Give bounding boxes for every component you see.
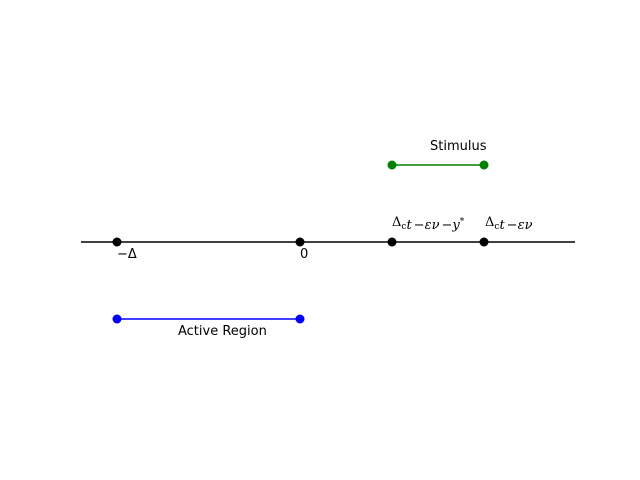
axis-label-neg-delta: −Δ bbox=[117, 247, 137, 262]
axis-point-zero bbox=[295, 237, 305, 247]
axis-label-stim-start: Δct−εν−y* bbox=[392, 215, 465, 233]
active-region-end-point bbox=[295, 314, 305, 324]
axis-label-stim-end: Δct−εν bbox=[485, 215, 533, 233]
active-region-start-point bbox=[112, 314, 122, 324]
stimulus-start-point bbox=[387, 160, 397, 170]
axis-point-stim-end bbox=[479, 237, 489, 247]
stimulus-end-point bbox=[479, 160, 489, 170]
axis-point-stim-start bbox=[387, 237, 397, 247]
axis-label-zero: 0 bbox=[300, 247, 308, 262]
axis-point-neg-delta bbox=[112, 237, 122, 247]
stimulus-label: Stimulus bbox=[430, 139, 487, 154]
active-region-label: Active Region bbox=[178, 324, 267, 339]
